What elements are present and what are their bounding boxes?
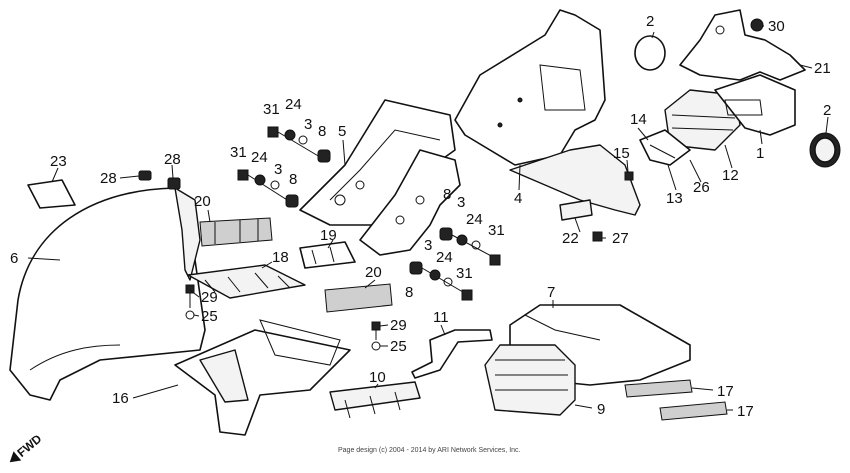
callout-8-upper-right: 8 — [443, 186, 451, 203]
plate-20-middle-part — [324, 283, 393, 313]
callout-25-right: 25 — [390, 338, 407, 355]
copyright-notice: Page design (c) 2004 - 2014 by ARI Netwo… — [338, 447, 521, 454]
undertray-16-part — [174, 319, 351, 436]
callout-8-upper-left: 8 — [318, 123, 326, 140]
callout-3-lower-left: 3 — [274, 161, 282, 178]
callout-17-upper: 17 — [717, 383, 734, 400]
bracket-11-part — [411, 329, 493, 379]
callout-15: 15 — [613, 145, 630, 162]
callout-24-upper-left: 24 — [285, 96, 302, 113]
fastener-stack-upper-right — [439, 227, 501, 266]
callout-14: 14 — [630, 111, 647, 128]
plate-20-upper-part — [199, 217, 273, 247]
bracket-5-left-part — [299, 99, 456, 226]
callout-labels: 23 28 28 6 20 18 19 20 29 25 29 25 16 31… — [10, 13, 831, 420]
bracket-22-nut-27-parts — [559, 199, 603, 242]
callout-27: 27 — [612, 230, 629, 247]
callout-26: 26 — [693, 179, 710, 196]
fastener-stack-upper-left — [267, 126, 331, 163]
callout-31-lower-left: 31 — [230, 144, 247, 161]
seat-cowl-4-part — [454, 9, 641, 216]
tail-lens-9-part — [484, 344, 576, 416]
callout-31-lower-right: 31 — [456, 265, 473, 282]
callout-29-right: 29 — [390, 317, 407, 334]
callout-18: 18 — [272, 249, 289, 266]
rear-fender-part — [9, 187, 206, 401]
callout-20-upper: 20 — [194, 193, 211, 210]
fastener-stack-lower-right — [409, 261, 473, 301]
callout-31-upper-right: 31 — [488, 222, 505, 239]
callout-23: 23 — [50, 153, 67, 170]
callout-19: 19 — [320, 227, 337, 244]
callout-4: 4 — [514, 190, 522, 207]
callout-3-upper-right: 3 — [457, 194, 465, 211]
callout-1: 1 — [756, 145, 764, 162]
reflector-17-parts — [624, 379, 728, 421]
callout-24-upper-right: 24 — [466, 211, 483, 228]
screw-15-part — [624, 171, 634, 181]
callout-7: 7 — [547, 284, 555, 301]
callout-22: 22 — [562, 230, 579, 247]
callout-24-lower-left: 24 — [251, 149, 268, 166]
callout-3-lower-right: 3 — [424, 237, 432, 254]
reflector-part — [27, 179, 76, 209]
callout-17-lower: 17 — [737, 403, 754, 420]
callout-24-lower-right: 24 — [436, 249, 453, 266]
cap-2-parts — [634, 35, 841, 168]
callout-9: 9 — [597, 401, 605, 418]
fastener-stack-lower-left — [237, 169, 299, 208]
callout-20-middle: 20 — [365, 264, 382, 281]
bracket-13-part — [639, 129, 691, 166]
leader-lines — [27, 25, 829, 411]
callout-29-left: 29 — [201, 289, 218, 306]
callout-8-lower-right: 8 — [405, 284, 413, 301]
callout-12: 12 — [722, 167, 739, 184]
callout-2-upper: 2 — [646, 13, 654, 30]
callout-3-upper-left: 3 — [304, 116, 312, 133]
bracket-18-part — [187, 264, 306, 299]
callout-28-left: 28 — [100, 170, 117, 187]
callout-28-right: 28 — [164, 151, 181, 168]
bracket-10-part — [329, 381, 421, 419]
callout-21: 21 — [814, 60, 831, 77]
bracket-5-right-part — [359, 149, 461, 256]
bracket-19-part — [299, 241, 356, 269]
callout-13: 13 — [666, 190, 683, 207]
callout-25-left: 25 — [201, 308, 218, 325]
callout-31-upper-left: 31 — [263, 101, 280, 118]
nut-28-parts — [138, 170, 181, 190]
callout-16: 16 — [112, 390, 129, 407]
callout-5: 5 — [338, 123, 346, 140]
callout-2-right: 2 — [823, 102, 831, 119]
callout-6: 6 — [10, 250, 18, 267]
callout-30: 30 — [768, 18, 785, 35]
screw-30-part — [750, 18, 764, 32]
fwd-arrow-icon: FWD — [9, 431, 45, 463]
callout-10: 10 — [369, 369, 386, 386]
callout-11: 11 — [433, 309, 449, 326]
taillight-housing-1-part — [714, 74, 796, 136]
bracket-21-part — [679, 9, 806, 81]
fwd-label: FWD — [14, 431, 44, 460]
callout-8-lower-left: 8 — [289, 171, 297, 188]
